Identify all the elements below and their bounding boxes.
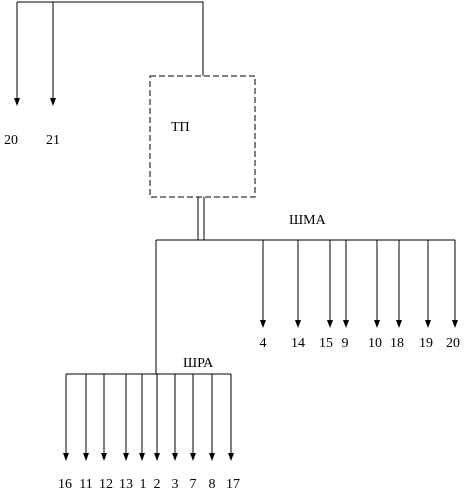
main-output-arrow-8-head: [452, 320, 458, 328]
substation: ТП: [149, 75, 256, 240]
main-output-arrow-7-head: [425, 320, 431, 328]
dist-output-label-2: 11: [79, 477, 92, 491]
dist-output-arrow-7: [172, 374, 178, 461]
upper-feeder-line: [17, 1, 204, 76]
busbar-main-label: ШМА: [289, 213, 327, 228]
main-output-arrow-8: [452, 240, 458, 328]
main-output-arrow-6-head: [396, 320, 402, 328]
upper-output-label-21: 21: [46, 133, 60, 148]
dist-output-arrow-7-head: [172, 453, 178, 461]
dist-output-arrow-2: [83, 374, 89, 461]
main-output-label-1: 4: [260, 336, 267, 351]
dist-output-label-6: 2: [154, 477, 161, 491]
main-output-arrow-4-head: [343, 320, 349, 328]
main-output-arrow-4: [343, 240, 349, 328]
dist-output-arrow-1-head: [63, 453, 69, 461]
substation-label: ТП: [171, 120, 190, 135]
main-output-arrow-1-head: [260, 320, 266, 328]
upper-output-arrow-20-head: [14, 98, 20, 106]
dist-output-arrow-9: [209, 374, 215, 461]
main-output-label-8: 20: [446, 336, 460, 351]
dist-output-label-9: 8: [209, 477, 216, 491]
dist-output-arrow-4-head: [123, 453, 129, 461]
main-output-label-2: 14: [291, 336, 305, 351]
dist-output-arrow-9-head: [209, 453, 215, 461]
main-output-arrow-1: [260, 240, 266, 328]
dist-output-label-5: 1: [140, 477, 147, 491]
main-output-label-5: 10: [368, 336, 382, 351]
dist-output-arrow-6: [154, 374, 160, 461]
dist-output-label-7: 3: [172, 477, 179, 491]
upper-feeder: 20 21: [4, 1, 204, 148]
dist-output-arrow-10-head: [228, 453, 234, 461]
dist-output-arrow-10: [228, 374, 234, 461]
dist-output-arrow-8: [190, 374, 196, 461]
main-output-arrow-3: [327, 240, 333, 328]
dist-output-label-8: 7: [190, 477, 197, 491]
main-output-arrow-5-head: [374, 320, 380, 328]
main-output-label-4: 9: [342, 336, 349, 351]
main-output-arrow-7: [425, 240, 431, 328]
main-output-label-3: 15: [319, 336, 333, 351]
dist-output-arrow-5-head: [139, 453, 145, 461]
dist-output-arrow-3-head: [101, 453, 107, 461]
busbar-main: ШМА 4 14 15 9 10 18 19 20: [155, 213, 460, 374]
dist-output-arrow-5: [139, 374, 145, 461]
main-output-label-6: 18: [390, 336, 404, 351]
main-output-label-7: 19: [419, 336, 433, 351]
dist-output-label-10: 17: [226, 477, 240, 491]
main-output-arrow-2-head: [295, 320, 301, 328]
main-output-arrow-5: [374, 240, 380, 328]
dist-output-arrow-3: [101, 374, 107, 461]
dist-output-label-3: 12: [99, 477, 113, 491]
dist-output-label-4: 13: [119, 477, 133, 491]
substation-box: [149, 75, 256, 198]
main-output-arrow-2: [295, 240, 301, 328]
dist-output-label-1: 16: [58, 477, 72, 491]
dist-output-arrow-6-head: [154, 453, 160, 461]
upper-output-arrow-21-head: [50, 98, 56, 106]
main-output-arrow-6: [396, 240, 402, 328]
upper-output-label-20: 20: [4, 133, 18, 148]
upper-output-arrow-21: [50, 2, 56, 106]
dist-output-arrow-1: [63, 374, 69, 461]
dist-output-arrow-2-head: [83, 453, 89, 461]
upper-output-arrow-20: [14, 2, 20, 106]
main-output-arrow-3-head: [327, 320, 333, 328]
dist-output-arrow-4: [123, 374, 129, 461]
busbar-distribution-label: ШРА: [183, 356, 214, 371]
dist-output-arrow-8-head: [190, 453, 196, 461]
